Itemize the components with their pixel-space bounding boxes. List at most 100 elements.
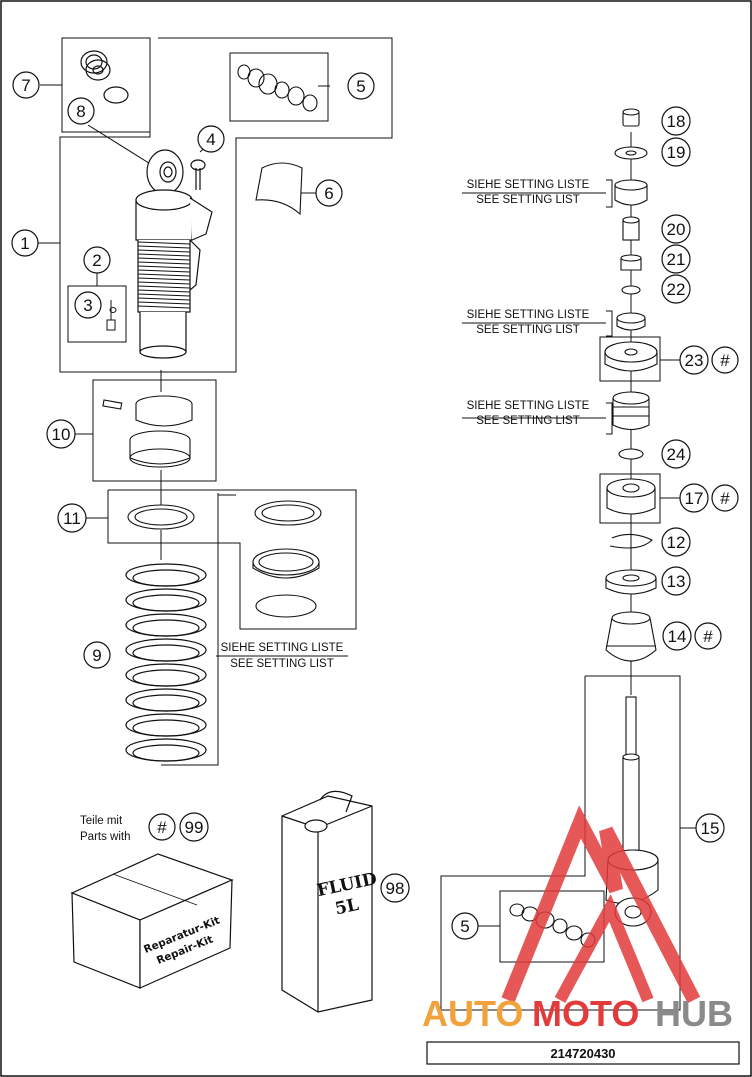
group-frames-left	[59, 37, 393, 766]
coil-rib	[137, 261, 191, 265]
coil-rib	[137, 277, 191, 281]
svg-text:13: 13	[667, 572, 686, 591]
callout-1: 1	[11, 229, 39, 257]
svg-text:#: #	[157, 818, 167, 837]
spring-coil-inner	[132, 594, 200, 612]
callout-14: 14	[662, 621, 692, 651]
callout-5-bottom: 5	[451, 912, 479, 940]
document-number-box	[426, 1041, 740, 1065]
setting-label-de: SIEHE SETTING LISTE	[467, 309, 590, 321]
watermark-text-moto: MOTO	[532, 993, 639, 1034]
setting-label-en: SEE SETTING LIST	[476, 324, 580, 336]
spring-coil-inner	[132, 694, 200, 712]
setting-list-label-r1: SIEHE SETTING LISTE SEE SETTING LIST	[467, 179, 590, 206]
callout-9: 9	[83, 641, 111, 669]
heat-shield-6	[255, 162, 303, 216]
callout-hash-17: #	[711, 484, 739, 512]
coil-rib	[137, 301, 191, 305]
coil-rib	[137, 241, 191, 245]
callout-19: 19	[661, 137, 691, 167]
spring-seats-11	[127, 500, 322, 618]
callout-11: 11	[57, 503, 87, 533]
fluid-can	[281, 790, 373, 1013]
coil-rib	[137, 297, 191, 301]
svg-text:8: 8	[76, 102, 85, 121]
coil-rib	[137, 249, 191, 253]
document-number: 214720430	[550, 1046, 615, 1061]
callout-24: 24	[661, 439, 691, 469]
svg-text:10: 10	[52, 425, 71, 444]
main-spring-9	[125, 563, 207, 762]
legend-line-en: Parts with	[80, 831, 131, 843]
svg-text:18: 18	[667, 112, 686, 131]
callout-21: 21	[661, 244, 691, 274]
svg-text:7: 7	[21, 76, 30, 95]
svg-text:17: 17	[685, 489, 704, 508]
svg-text:24: 24	[667, 445, 686, 464]
coil-rib	[137, 245, 191, 249]
spring-coil-inner	[132, 619, 200, 637]
svg-text:3: 3	[83, 296, 92, 315]
svg-text:6: 6	[324, 184, 333, 203]
callout-18: 18	[661, 106, 691, 136]
repair-kit-box	[70, 853, 234, 989]
bearing-7	[80, 50, 111, 81]
coil-rib	[137, 305, 191, 309]
svg-text:21: 21	[667, 250, 686, 269]
callout-22: 22	[661, 274, 691, 304]
setting-label-en: SEE SETTING LIST	[476, 415, 580, 427]
coil-rib	[137, 289, 191, 293]
svg-text:5: 5	[460, 917, 469, 936]
watermark-logo: AUTO MOTO HUB	[422, 805, 733, 1034]
svg-text:11: 11	[63, 509, 81, 528]
adjuster-ring-10	[102, 395, 193, 468]
setting-label-en: SEE SETTING LIST	[476, 194, 580, 206]
fluid-volume-label: 5L	[333, 895, 360, 920]
callout-23: 23	[679, 345, 709, 375]
callout-3: 3	[74, 291, 102, 319]
coil-rib	[137, 293, 191, 297]
callout-5-top: 5	[347, 72, 375, 100]
callout-group: 7 8 5 4 6 1 2 3 10 11 9 # 99 98 18 19 20…	[11, 71, 739, 940]
spring-coil-inner	[132, 719, 200, 737]
coil-rib	[137, 257, 191, 261]
setting-label-de: SIEHE SETTING LISTE	[221, 642, 344, 654]
coil-rib	[137, 285, 191, 289]
callout-10: 10	[46, 419, 76, 449]
valve-kit-5-top	[237, 64, 318, 112]
svg-text:2: 2	[92, 251, 101, 270]
svg-text:#: #	[720, 351, 730, 370]
legend-line-de: Teile mit	[80, 815, 123, 827]
coil-rib	[137, 265, 191, 269]
svg-text:14: 14	[668, 627, 687, 646]
callout-98: 98	[380, 873, 410, 903]
coil-rib	[137, 281, 191, 285]
valve-kit-5-bottom	[509, 903, 596, 948]
coil-rib	[137, 253, 191, 257]
setting-label-de: SIEHE SETTING LISTE	[467, 400, 590, 412]
svg-text:19: 19	[667, 143, 686, 162]
coil-rib	[137, 269, 191, 273]
callout-hash-23: #	[711, 346, 739, 374]
svg-text:#: #	[703, 627, 713, 646]
callout-hash-legend: #	[148, 813, 176, 841]
callout-4: 4	[197, 125, 225, 153]
setting-list-label-spring: SIEHE SETTING LISTE SEE SETTING LIST	[216, 642, 348, 670]
svg-text:20: 20	[667, 220, 686, 239]
setting-label-de: SIEHE SETTING LISTE	[467, 179, 590, 191]
watermark-text-hub: HUB	[655, 993, 733, 1034]
spring-coil-inner	[132, 569, 200, 587]
spring-coil-inner	[132, 744, 200, 762]
svg-text:98: 98	[386, 879, 405, 898]
setting-list-label-r3: SIEHE SETTING LISTE SEE SETTING LIST	[467, 400, 590, 427]
spring-coil-inner	[132, 644, 200, 662]
svg-text:22: 22	[667, 280, 686, 299]
coil-rib	[137, 273, 191, 277]
shock-spring-coil	[137, 241, 191, 309]
callout-hash-14: #	[694, 622, 722, 650]
callout-99: 99	[179, 812, 209, 842]
callout-7: 7	[12, 71, 40, 99]
svg-text:#: #	[720, 489, 730, 508]
